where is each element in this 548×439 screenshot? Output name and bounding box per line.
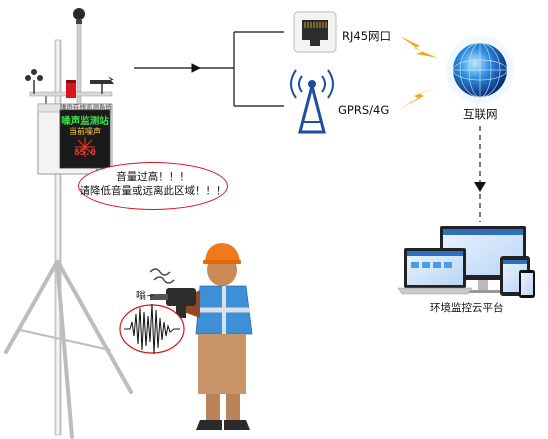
monitoring-pole bbox=[54, 8, 85, 436]
panel-title: 噪声在线监测系统 bbox=[60, 103, 112, 111]
laptop-icon bbox=[397, 248, 473, 295]
anemometer-icon bbox=[25, 69, 43, 94]
noise-waveform-icon bbox=[124, 303, 180, 355]
noise-text: 嗡~ bbox=[136, 291, 155, 302]
led-display bbox=[59, 109, 111, 169]
rj45-label: RJ45网口 bbox=[342, 29, 392, 43]
globe-to-platform-arrow bbox=[474, 126, 486, 222]
main-connector bbox=[134, 31, 284, 107]
display-line-1: 噪声监测站 bbox=[61, 116, 109, 127]
power-tool-icon bbox=[149, 268, 196, 318]
alert-line-1: 音量过高！！！ bbox=[116, 171, 190, 183]
sensor-crossarm bbox=[29, 80, 113, 98]
platform-label: 环境监控云平台 bbox=[430, 302, 504, 314]
internet-label: 互联网 bbox=[463, 107, 498, 121]
display-reading: 85.0 bbox=[74, 148, 96, 158]
wireless-signal-icon-lower bbox=[398, 86, 438, 110]
noise-burst-icon bbox=[75, 137, 95, 157]
tripod-legs bbox=[4, 260, 133, 439]
worker-figure bbox=[184, 243, 253, 430]
rj45-port-icon bbox=[293, 11, 337, 53]
cell-antenna-icon bbox=[290, 69, 334, 134]
smartphone-icon bbox=[519, 270, 535, 298]
wind-vane-icon bbox=[90, 76, 114, 94]
alert-line-2: 请降低音量或远离此区域！！！ bbox=[79, 185, 227, 197]
gprs-label: GPRS/4G bbox=[338, 103, 390, 117]
wireless-signal-icon-upper bbox=[400, 36, 438, 58]
alert-bubble: 音量过高！！！ 请降低音量或远离此区域！！！ bbox=[78, 162, 228, 210]
display-line-2: 当前噪声 bbox=[69, 127, 101, 136]
internet-globe-icon bbox=[446, 36, 514, 104]
